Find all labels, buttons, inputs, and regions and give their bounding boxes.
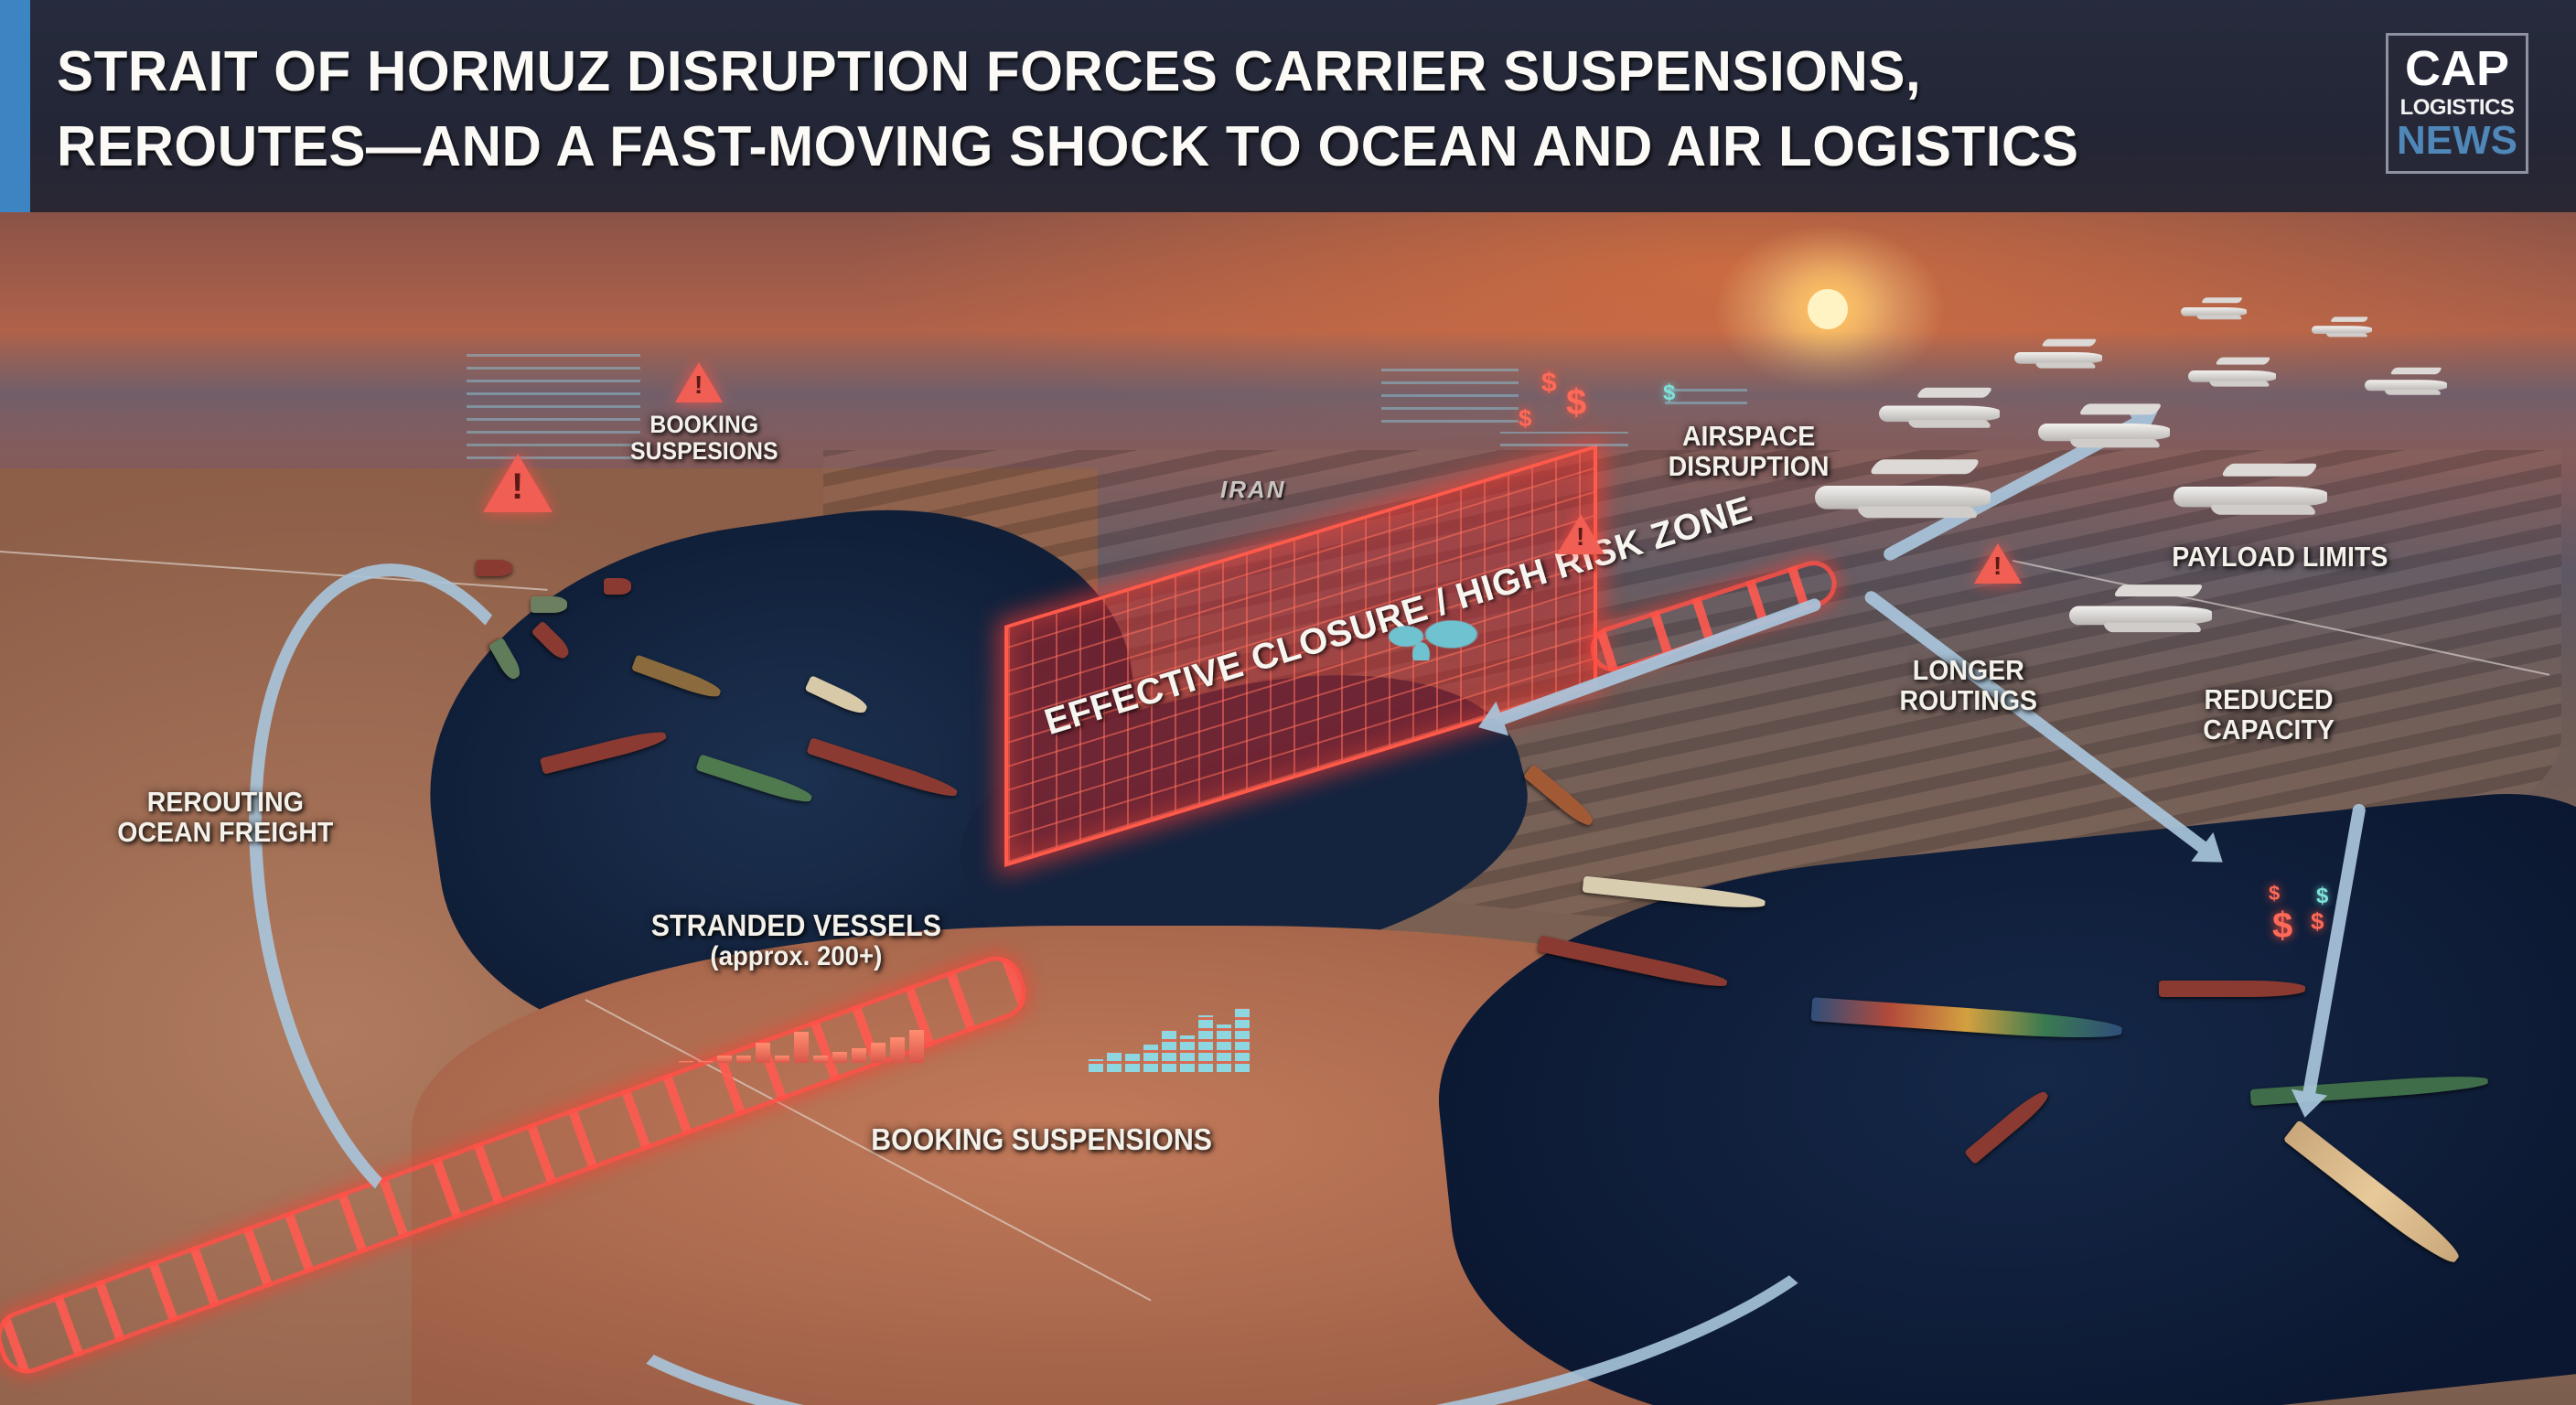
data-overlay	[1500, 432, 1628, 446]
airplane-icon	[2365, 367, 2447, 395]
dollar-icon: $	[1566, 382, 1587, 423]
data-overlay	[467, 349, 640, 459]
airplane-icon	[2038, 403, 2170, 448]
stranded-vessels-bar-chart	[679, 1026, 924, 1063]
logo-cap: CAP	[2404, 41, 2509, 96]
ship-icon	[2159, 981, 2305, 997]
dollar-icon: $	[2316, 884, 2329, 908]
booking-suspensions-chart	[1089, 1008, 1250, 1072]
dollar-icon: $	[1663, 381, 1676, 405]
data-overlay	[1665, 386, 1747, 404]
world-map-icon	[1386, 620, 1487, 660]
warning-icon: !	[1557, 514, 1605, 554]
airplane-icon	[2312, 316, 2372, 338]
headline-banner: STRAIT OF HORMUZ DISRUPTION FORCES CARRI…	[0, 0, 2576, 212]
label-booking-suspensions-south: BOOKING SUSPENSIONS	[871, 1122, 1213, 1156]
map-illustration: IRAN EFFECTIVE CLOSURE / HIGH RISK ZONE …	[0, 212, 2576, 1405]
data-overlay	[1381, 359, 1519, 423]
warning-icon: !	[1974, 543, 2022, 584]
sun-icon	[1808, 289, 1848, 329]
ship-icon	[604, 578, 631, 595]
horizon-haze	[0, 331, 2576, 459]
airplane-icon	[1879, 387, 2000, 428]
airplane-icon	[2174, 463, 2327, 515]
warning-icon: !	[483, 454, 553, 512]
label-stranded-vessels: STRANDED VESSELS(approx. 200+)	[650, 908, 941, 971]
ship-icon	[476, 560, 512, 576]
dollar-icon: $	[2311, 907, 2324, 935]
warning-icon: !	[675, 362, 723, 402]
logo-logistics: LOGISTICS	[2399, 95, 2515, 120]
logo-news: NEWS	[2397, 118, 2517, 163]
ship-icon	[531, 596, 567, 613]
airplane-icon	[2014, 338, 2102, 369]
airplane-icon	[1815, 459, 1991, 519]
accent-bar	[0, 0, 30, 212]
airplane-icon	[2181, 297, 2247, 320]
label-payload-limits: PAYLOAD LIMITS	[2172, 541, 2388, 573]
airplane-icon	[2069, 585, 2212, 633]
dollar-icon: $	[1541, 368, 1557, 398]
headline-line-1: STRAIT OF HORMUZ DISRUPTION FORCES CARRI…	[57, 40, 1922, 103]
headline: STRAIT OF HORMUZ DISRUPTION FORCES CARRI…	[57, 35, 2078, 185]
dollar-icon: $	[1519, 404, 1532, 432]
headline-line-2: REROUTES—AND A FAST-MOVING SHOCK TO OCEA…	[57, 115, 2079, 178]
airplane-icon	[2188, 357, 2276, 387]
publisher-logo: CAP LOGISTICS NEWS	[2386, 33, 2528, 174]
dollar-icon: $	[2272, 906, 2293, 946]
country-label-iran: IRAN	[1220, 476, 1286, 503]
dollar-icon: $	[2269, 882, 2281, 905]
